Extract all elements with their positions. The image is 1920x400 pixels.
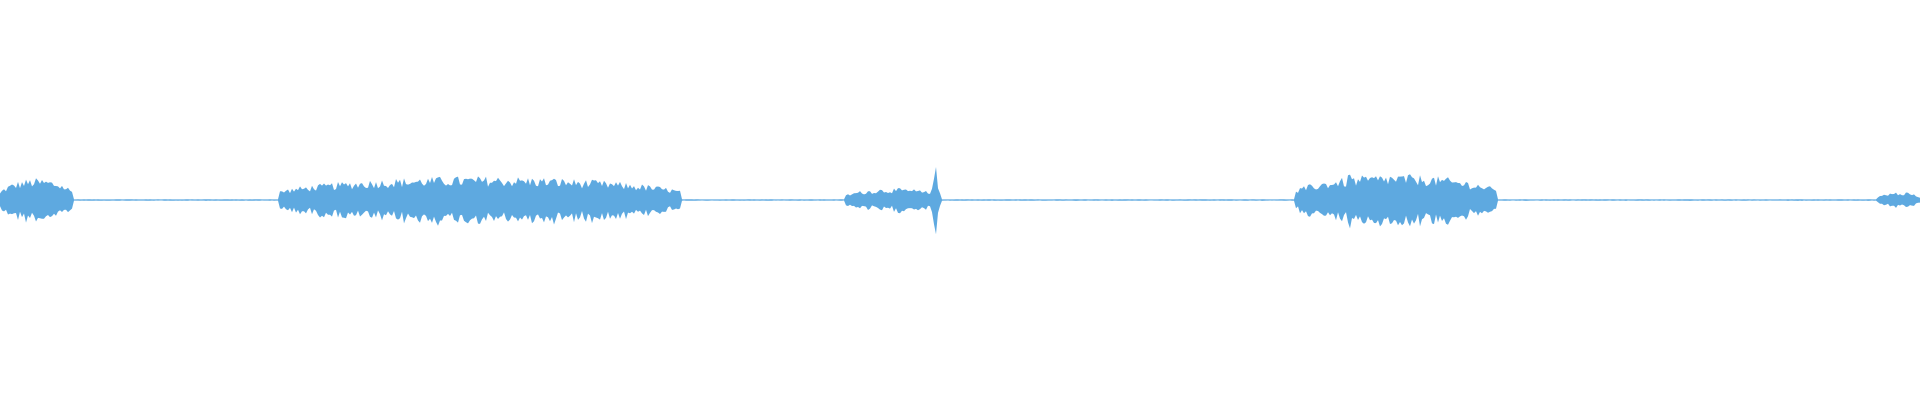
- waveform-shape: [0, 167, 1920, 235]
